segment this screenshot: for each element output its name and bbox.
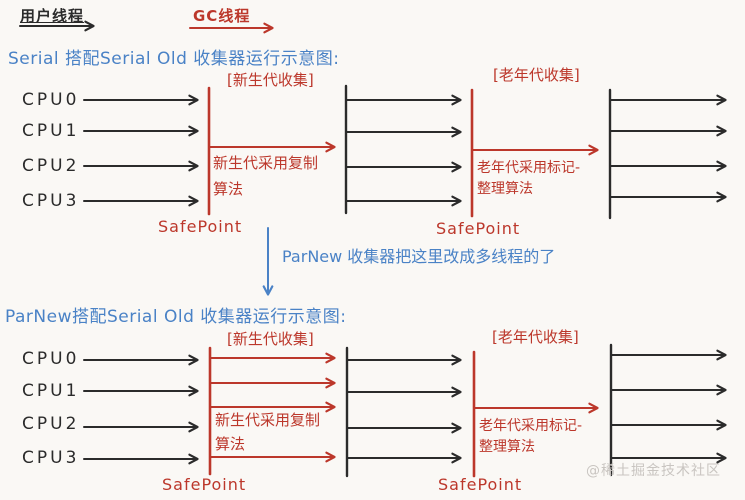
transition-note: ParNew 收集器把这里改成多线程的了 (282, 247, 556, 266)
diagram1-young-algo-line2: 算法 (213, 180, 244, 198)
diagram2-cpu1-label: CPU1 (22, 381, 80, 401)
watermark: @稀土掘金技术社区 (586, 463, 721, 479)
gc-thread-label: GC线程 (193, 7, 251, 25)
diagram2-lines (83, 343, 727, 478)
diagram1-safepoint-young-label: SafePoint (158, 217, 243, 236)
diagram2-old-algo-line2: 整理算法 (479, 439, 535, 455)
diagram2-safepoint-old-label: SafePoint (438, 475, 523, 494)
diagram2-young-gc-tag: [新生代收集] (227, 330, 314, 348)
diagram1-old-algo-line1: 老年代采用标记- (477, 160, 581, 176)
diagram1-young-gc-tag: [新生代收集] (227, 71, 314, 89)
diagram1-young-algo-note: 新生代采用复制 算法 (213, 150, 318, 202)
diagram2-young-algo-note: 新生代采用复制 算法 (215, 408, 320, 456)
diagram2-cpu3-label: CPU3 (22, 448, 80, 468)
diagram1-old-algo-note: 老年代采用标记- 整理算法 (477, 158, 580, 200)
diagram1-old-algo-line2: 整理算法 (477, 181, 533, 197)
diagram2-cpu0-label: CPU0 (22, 349, 80, 369)
diagram2-old-algo-note: 老年代采用标记- 整理算法 (479, 416, 582, 458)
diagram2-young-algo-line2: 算法 (215, 435, 246, 453)
diagram1-cpu0-label: CPU0 (22, 90, 80, 110)
diagram2-old-gc-tag: [老年代收集] (492, 328, 579, 346)
diagram1-title: Serial 搭配Serial Old 收集器运行示意图: (8, 49, 340, 69)
user-thread-label: 用户线程 (20, 7, 85, 25)
diagram1-cpu2-label: CPU2 (22, 156, 80, 176)
diagram2-safepoint-young-label: SafePoint (162, 475, 247, 494)
diagram1-young-algo-line1: 新生代采用复制 (213, 154, 319, 172)
diagram1-lines (83, 84, 727, 220)
diagram2-title: ParNew搭配Serial Old 收集器运行示意图: (5, 307, 347, 327)
diagram2-old-algo-line1: 老年代采用标记- (479, 418, 583, 434)
diagram1-old-gc-tag: [老年代收集] (493, 66, 580, 84)
diagram2-cpu2-label: CPU2 (22, 414, 80, 434)
header-legend-arrows (19, 20, 274, 34)
diagram1-safepoint-old-label: SafePoint (436, 219, 521, 238)
diagram2-young-algo-line1: 新生代采用复制 (215, 411, 321, 429)
diagram1-cpu3-label: CPU3 (22, 191, 80, 211)
diagram1-cpu1-label: CPU1 (22, 121, 80, 141)
